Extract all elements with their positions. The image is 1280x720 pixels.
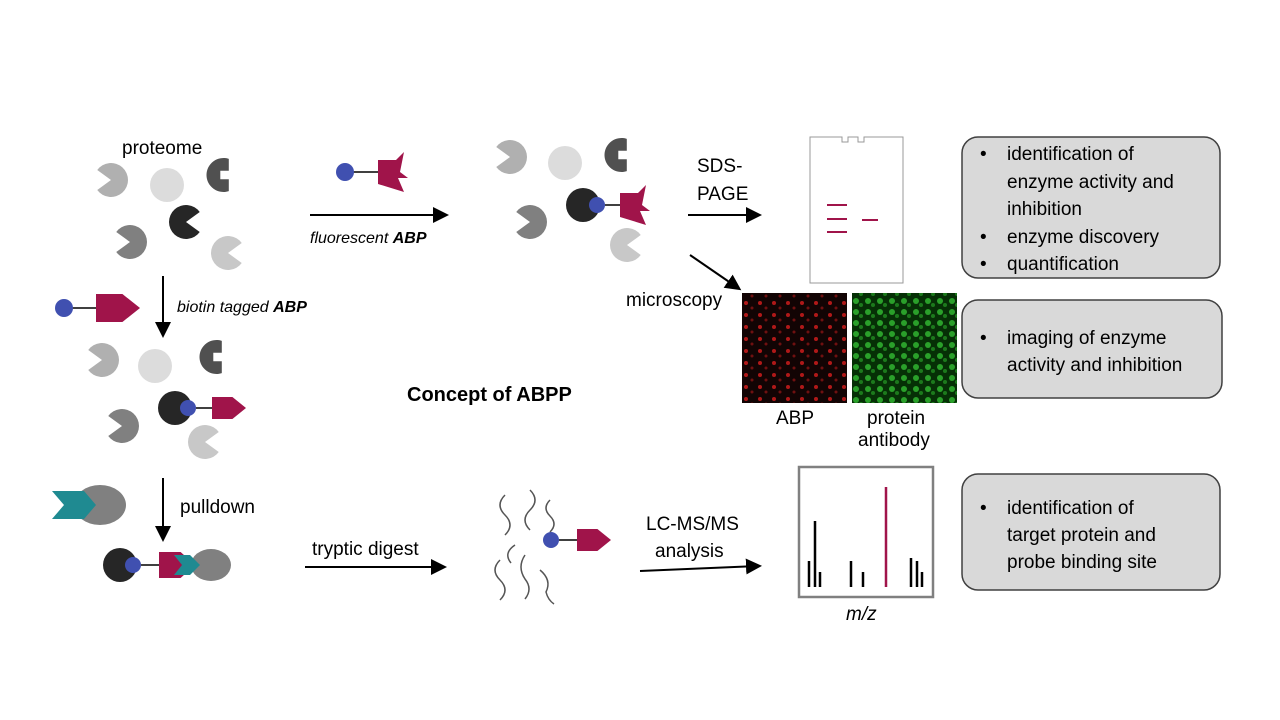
streptavidin-icon — [174, 555, 200, 575]
diagram-title: Concept of ABPP — [407, 384, 572, 406]
enzyme-c-shape-icon — [199, 339, 222, 374]
antibody-label: antibody — [858, 430, 930, 451]
sds-label-1: SDS- — [697, 156, 742, 177]
fluorophore-tag-icon — [620, 185, 650, 225]
lcms-label-2: analysis — [655, 541, 724, 562]
fluorescent-abp-label: fluorescent ABP — [310, 230, 427, 247]
proteome-label: proteome — [122, 138, 202, 159]
enzyme-icon — [103, 548, 137, 582]
streptavidin-icon — [52, 491, 96, 519]
arrow-microscopy — [689, 254, 742, 291]
svg-text:•: • — [980, 498, 987, 519]
enzyme-icon — [566, 188, 600, 222]
arrow-lcms — [639, 558, 762, 575]
enzyme-icon — [158, 391, 192, 425]
svg-text:imaging of enzyme: imaging of enzyme — [1007, 328, 1166, 349]
reactive-group-icon — [589, 197, 605, 213]
protein-icon — [138, 349, 172, 383]
svg-text:inhibition: inhibition — [1007, 199, 1082, 220]
enzyme-pacman-icon — [516, 205, 547, 239]
reactive-group-icon — [543, 532, 559, 548]
svg-text:•: • — [980, 254, 987, 275]
enzyme-pacman-icon — [97, 163, 128, 197]
protein-icon — [150, 168, 184, 202]
svg-text:quantification: quantification — [1007, 254, 1119, 275]
microscopy-label: microscopy — [626, 290, 723, 311]
enzyme-pacman-icon — [116, 225, 147, 259]
enzyme-pacman-icon — [169, 205, 200, 239]
microscopy-antibody-image — [852, 293, 957, 403]
sds-label-2: PAGE — [697, 184, 748, 205]
abp-image-label: ABP — [776, 408, 814, 429]
lcms-label-1: LC-MS/MS — [646, 514, 739, 535]
svg-text:•: • — [980, 227, 987, 248]
biotin-abp-label: biotin tagged ABP — [177, 299, 307, 316]
tryptic-digest-label: tryptic digest — [312, 539, 419, 560]
svg-text:enzyme discovery: enzyme discovery — [1007, 227, 1160, 248]
result-box-ms: • identification of target protein and p… — [961, 473, 1221, 591]
enzyme-pacman-icon — [187, 424, 219, 459]
svg-text:identification of: identification of — [1007, 498, 1134, 519]
peptide-fragments — [494, 489, 555, 605]
svg-text:•: • — [980, 144, 987, 165]
svg-text:identification of: identification of — [1007, 144, 1134, 165]
pulldown-label: pulldown — [180, 497, 255, 518]
result-box-gel: • identification of enzyme activity and … — [961, 136, 1221, 279]
result-box-imaging: • imaging of enzyme activity and inhibit… — [961, 299, 1223, 399]
reactive-group-icon — [125, 557, 141, 573]
biotin-tag-icon — [577, 529, 611, 551]
reactive-group-icon — [180, 400, 196, 416]
biotin-tag-icon — [96, 294, 140, 322]
enzyme-pacman-icon — [108, 409, 139, 443]
enzyme-pacman-icon — [610, 228, 641, 262]
protein-icon — [548, 146, 582, 180]
sds-gel — [809, 136, 904, 284]
reactive-group-icon — [55, 299, 73, 317]
svg-text:•: • — [980, 328, 987, 349]
microscopy-abp-image — [742, 293, 847, 403]
protein-label: protein — [867, 408, 925, 429]
gel-bands — [827, 204, 878, 233]
mz-label: m/z — [846, 604, 877, 625]
spectrum-peaks — [807, 487, 924, 587]
enzyme-pacman-icon — [88, 342, 119, 377]
streptavidin-bead-icon — [191, 549, 231, 581]
svg-text:enzyme activity and: enzyme activity and — [1007, 172, 1174, 193]
enzyme-c-shape-icon — [604, 138, 627, 172]
biotin-tag-icon — [212, 397, 246, 419]
svg-text:target protein and: target protein and — [1007, 525, 1156, 546]
enzyme-pacman-icon — [496, 140, 527, 174]
enzyme-c-shape-icon — [206, 158, 229, 192]
reactive-group-icon — [336, 163, 354, 181]
svg-text:probe binding site: probe binding site — [1007, 552, 1157, 573]
fluorophore-tag-icon — [378, 152, 408, 192]
enzyme-pacman-icon — [211, 235, 242, 270]
svg-text:activity and inhibition: activity and inhibition — [1007, 355, 1182, 376]
